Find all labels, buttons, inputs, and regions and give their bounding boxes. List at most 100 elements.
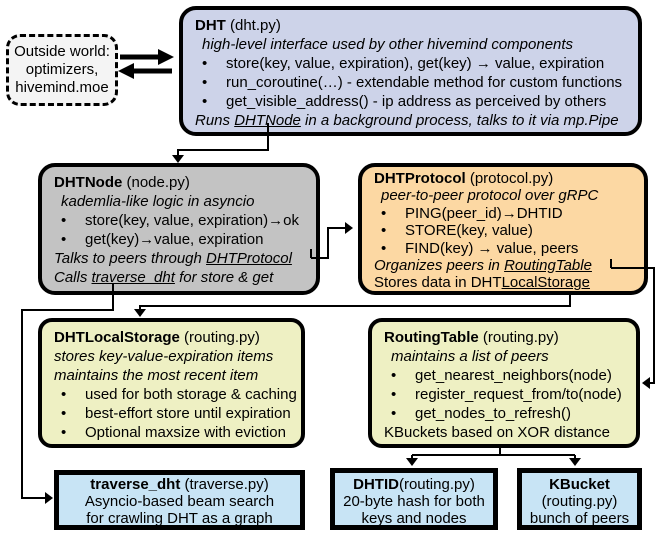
dht-bullet-2-text: get_visible_address() - ip address as pe… xyxy=(226,93,607,110)
bullet-icon: • xyxy=(381,222,387,240)
routingtable-bullet-1: • register_request_from/to(node) xyxy=(384,385,632,404)
dht-footer-dhtnode-ref: DHTNode xyxy=(234,112,301,129)
routingtable-bullet-0-text: get_nearest_neighbors(node) xyxy=(415,367,612,384)
dhtid-title: DHTID(routing.py) xyxy=(337,476,491,493)
dhtid-file-name: (routing.py) xyxy=(398,476,475,493)
kbucket-line1: bunch of peers xyxy=(529,510,630,527)
routingtable-title: RoutingTable (routing.py) xyxy=(384,328,632,347)
dhtid-box: DHTID(routing.py) 20-byte hash for both … xyxy=(330,468,498,530)
dhtprotocol-routingtable-ref: RoutingTable xyxy=(504,257,592,275)
outside-world-line2: optimizers, xyxy=(25,61,99,78)
dhtid-line1: 20-byte hash for both xyxy=(343,493,485,510)
dht-footer: Runs DHTNode in a background process, ta… xyxy=(195,111,634,130)
dhtnode-file-name: (node.py) xyxy=(122,174,190,191)
dhtlocalstorage-subtitle-2: maintains the most recent item xyxy=(54,367,259,384)
dhtlocalstorage-class-name: DHTLocalStorage xyxy=(54,329,180,346)
traverse-dht-box: traverse_dht (traverse.py) Asyncio-based… xyxy=(54,470,305,530)
arrowhead-dhtnode xyxy=(172,155,184,163)
dhtprotocol-footer2-pre: Stores data in DHT xyxy=(374,274,502,292)
dhtnode-footer1-pre: Talks to peers through xyxy=(54,250,207,267)
routingtable-bullet-2: • get_nodes_to_refresh() xyxy=(384,404,632,423)
arrowhead-dhtid xyxy=(406,458,418,466)
routingtable-bullet-1-text: register_request_from/to(node) xyxy=(415,386,622,403)
kbucket-class-name: KBucket xyxy=(549,476,610,493)
dht-bullet-1-text: run_coroutine(…) - extendable method for… xyxy=(226,74,623,91)
bullet-icon: • xyxy=(61,231,67,248)
dhtnode-dhtprotocol-ref: DHTProtocol xyxy=(206,250,292,267)
dhtprotocol-bullet-1-text: STORE(key, value) xyxy=(405,222,533,240)
routingtable-bullet-2-text: get_nodes_to_refresh() xyxy=(415,405,571,422)
dhtprotocol-bullet-1: • STORE(key, value) xyxy=(374,222,640,239)
routingtable-bullet-0: •get_nearest_neighbors(node) xyxy=(384,366,632,385)
dhtprotocol-subtitle: peer-to-peer protocol over gRPC xyxy=(381,187,599,205)
dhtprotocol-bullet-0: • PING(peer_id)→DHTID xyxy=(374,205,640,222)
dht-file-name: (dht.py) xyxy=(225,17,281,34)
dhtlocalstorage-title: DHTLocalStorage (routing.py) xyxy=(54,328,297,347)
dhtprotocol-title: DHTProtocol (protocol.py) xyxy=(374,170,640,187)
dht-class-name: DHT xyxy=(195,17,226,34)
arrowhead-dhtlocalstorage xyxy=(134,309,146,317)
dhtprotocol-footer1-pre: Organizes peers in xyxy=(374,257,505,275)
dhtprotocol-bullet-0-text: PING(peer_id)→DHTID xyxy=(405,204,563,222)
dhtnode-to-traverse-arrow xyxy=(21,283,114,499)
routingtable-to-leaves-arrow xyxy=(411,448,576,459)
dhtprotocol-to-routingtable-arrow xyxy=(610,259,655,384)
traverse-dht-line2: for crawling DHT as a graph xyxy=(86,509,273,527)
dhtnode-footer2-post: for store & get xyxy=(174,269,274,286)
traverse-dht-func-name: traverse_dht xyxy=(90,476,181,493)
dhtprotocol-to-dhtlocalstorage-arrow xyxy=(139,291,571,310)
dhtid-line2: keys and nodes xyxy=(361,510,467,527)
dhtnode-class-name: DHTNode xyxy=(54,174,123,191)
dht-footer-pre: Runs xyxy=(195,112,235,129)
arrowhead-dhtprotocol xyxy=(345,222,353,234)
dhtprotocol-box: DHTProtocol (protocol.py) peer-to-peer p… xyxy=(358,163,648,295)
dhtnode-bullet-1: •get(key)→value, expiration xyxy=(54,230,312,249)
dhtid-class-name: DHTID xyxy=(353,476,399,493)
dhtnode-title: DHTNode (node.py) xyxy=(54,173,312,192)
dhtprotocol-localstorage-ref: LocalStorage xyxy=(501,274,590,292)
dhtlocalstorage-box: DHTLocalStorage (routing.py) stores key-… xyxy=(38,318,305,448)
outside-world-line3: hivemind.moe xyxy=(15,79,109,96)
dht-box: DHT (dht.py) high-level interface used b… xyxy=(179,6,642,136)
bullet-icon: • xyxy=(202,74,208,91)
dhtprotocol-file-name: (protocol.py) xyxy=(465,170,554,187)
dht-title: DHT (dht.py) xyxy=(195,16,634,35)
routingtable-footer: KBuckets based on XOR distance xyxy=(384,424,610,441)
routingtable-box: RoutingTable (routing.py) maintains a li… xyxy=(368,318,640,448)
bidirectional-arrows xyxy=(118,49,174,79)
dhtprotocol-class-name: DHTProtocol xyxy=(374,170,466,187)
bullet-icon: • xyxy=(61,405,67,422)
dht-bullet-0: • store(key, value, expiration), get(key)… xyxy=(195,54,634,73)
outside-world-box: Outside world: optimizers, hivemind.moe xyxy=(6,34,118,106)
dht-subtitle: high-level interface used by other hivem… xyxy=(202,36,574,53)
arrowhead-routingtable xyxy=(642,377,650,389)
dht-bullet-0-text: store(key, value, expiration), get(key) … xyxy=(226,55,605,72)
dhtlocalstorage-subtitle-1: stores key-value-expiration items xyxy=(54,348,274,365)
dhtnode-to-dhtprotocol-arrow xyxy=(310,227,345,259)
dhtnode-subtitle: kademlia-like logic in asyncio xyxy=(61,193,255,210)
bullet-icon: • xyxy=(391,405,397,422)
arrowhead-traverse xyxy=(45,492,53,504)
bullet-icon: • xyxy=(391,386,397,403)
dhtlocalstorage-bullet-2: • Optional maxsize with eviction xyxy=(54,423,297,442)
dhtprotocol-footer-2: Stores data in DHTLocalStorage xyxy=(374,274,640,291)
dhtlocalstorage-bullet-0: •used for both storage & caching xyxy=(54,385,297,404)
dhtlocalstorage-bullet-1: •best-effort store until expiration xyxy=(54,404,297,423)
bullet-icon: • xyxy=(202,93,208,110)
bullet-icon: • xyxy=(381,204,387,222)
bullet-icon: • xyxy=(61,212,67,229)
bullet-icon: • xyxy=(61,386,67,403)
kbucket-file-name: (routing.py) xyxy=(541,493,618,510)
dhtlocalstorage-file-name: (routing.py) xyxy=(179,329,260,346)
kbucket-title: KBucket xyxy=(524,476,635,493)
dhtprotocol-footer-1: Organizes peers in RoutingTable xyxy=(374,257,640,274)
traverse-dht-title: traverse_dht (traverse.py) xyxy=(61,476,298,494)
bullet-icon: • xyxy=(202,55,208,72)
outside-world-line1: Outside world: xyxy=(14,43,110,60)
dht-bullet-2: • get_visible_address() - ip address as p… xyxy=(195,92,634,111)
dhtlocalstorage-bullet-2-text: Optional maxsize with eviction xyxy=(85,424,286,441)
kbucket-box: KBucket (routing.py) bunch of peers xyxy=(517,468,642,530)
bullet-icon: • xyxy=(61,424,67,441)
bullet-icon: • xyxy=(381,239,387,257)
